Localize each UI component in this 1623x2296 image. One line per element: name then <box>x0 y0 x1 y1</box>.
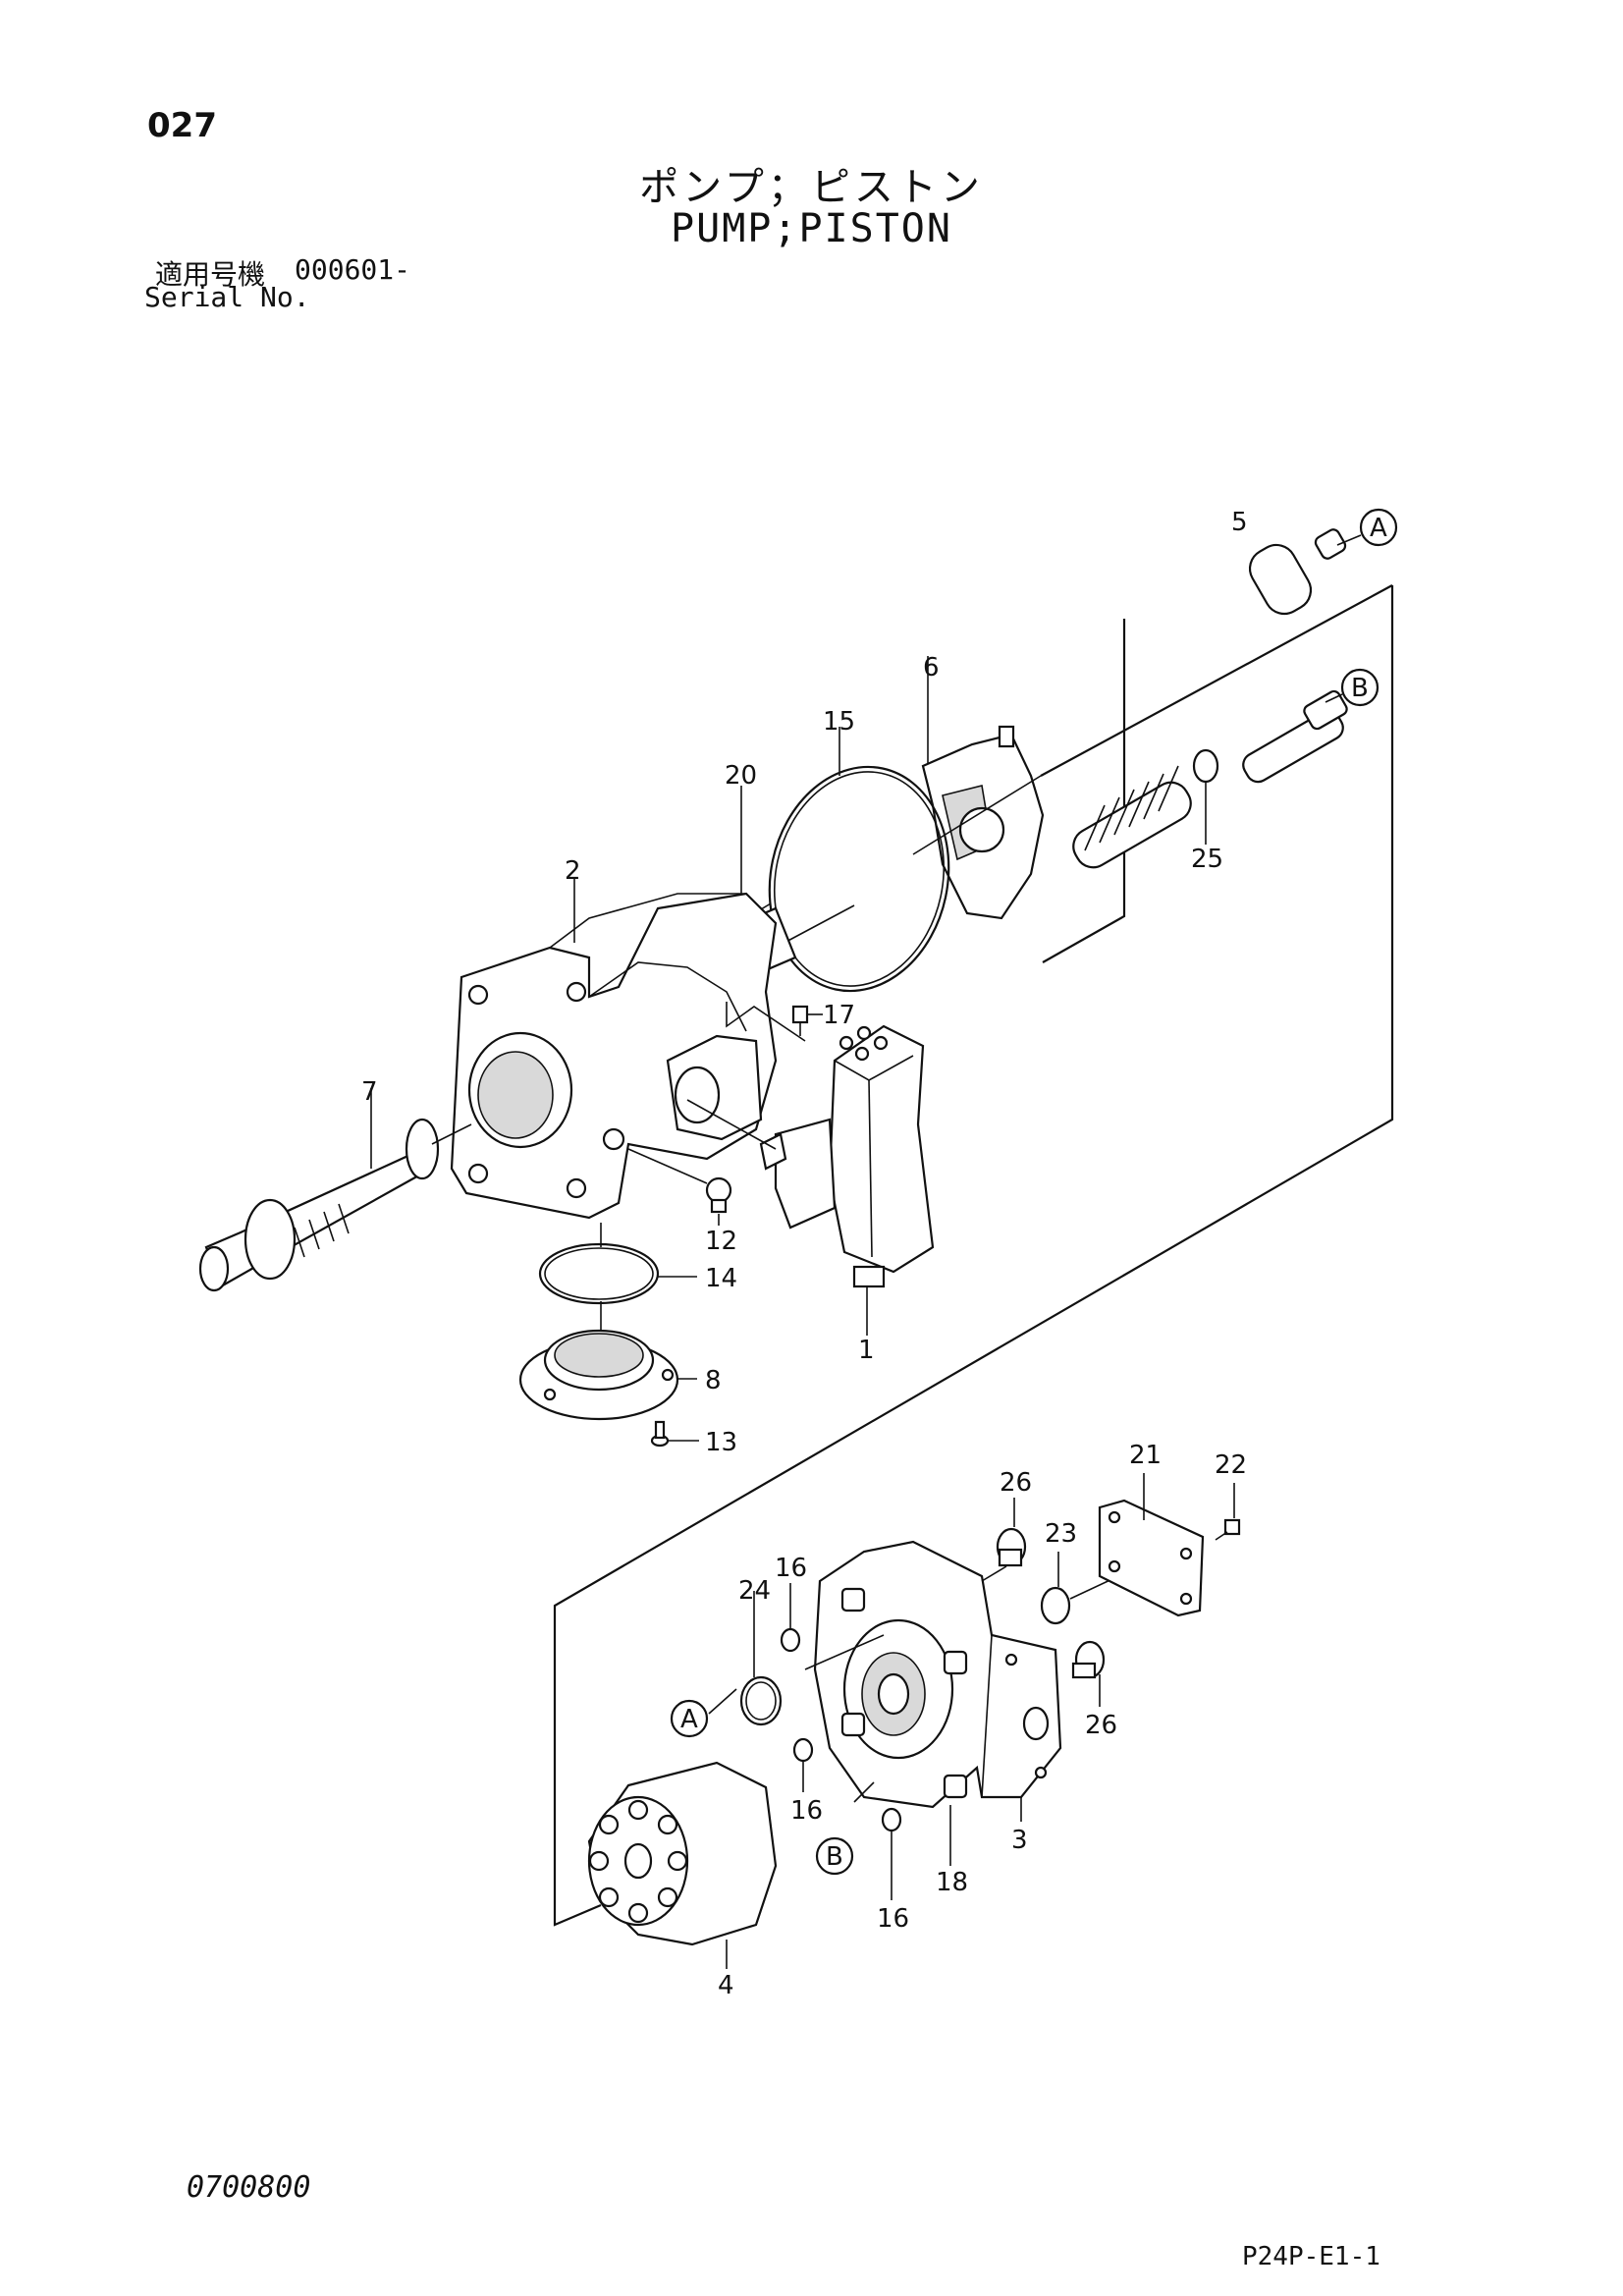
callout-16-lower: 16 <box>877 1904 909 1934</box>
callout-8: 8 <box>705 1366 722 1395</box>
callout-14: 14 <box>705 1264 737 1293</box>
callout-2: 2 <box>565 856 581 886</box>
callout-7: 7 <box>361 1077 378 1107</box>
part-22-bolt <box>1215 1518 1241 1541</box>
part-25-washer <box>1192 748 1219 784</box>
callout-26-lower: 26 <box>1085 1711 1117 1740</box>
reference-circle-b-lower <box>815 1836 854 1876</box>
reference-circle-a-lower <box>670 1699 709 1738</box>
callout-20: 20 <box>725 761 757 791</box>
page-number: 027 <box>147 106 217 145</box>
callout-13: 13 <box>705 1428 737 1457</box>
callout-26-upper: 26 <box>1000 1468 1032 1498</box>
callout-15: 15 <box>823 707 855 737</box>
axis-line-1 <box>686 1099 777 1150</box>
axis-line-26 <box>981 1565 1007 1582</box>
callout-6: 6 <box>923 653 940 683</box>
part-5-piston-a <box>1248 528 1347 616</box>
part-7-drive-shaft <box>198 1118 440 1292</box>
bracket-17 <box>726 1002 806 1042</box>
part-8-flange <box>518 1329 679 1421</box>
callout-18: 18 <box>936 1868 968 1897</box>
callout-21: 21 <box>1129 1441 1162 1470</box>
part-3-valve-block <box>813 1540 1062 1809</box>
callout-17: 17 <box>823 1001 855 1030</box>
axis-line-12 <box>627 1148 708 1184</box>
reference-label-a-lower: A <box>680 1705 698 1734</box>
leader-B2 <box>853 1781 875 1803</box>
spring <box>1072 765 1192 869</box>
serial-label-japanese: 適用号機 <box>155 258 266 291</box>
part-26-plug-lower <box>1071 1640 1106 1679</box>
callout-22: 22 <box>1215 1450 1247 1480</box>
serial-label-english: Serial No. <box>144 281 310 313</box>
part-14-o-ring <box>538 1242 660 1305</box>
callout-23: 23 <box>1045 1519 1077 1549</box>
callout-16-upper: 16 <box>775 1554 807 1583</box>
part-12-plug <box>705 1176 732 1214</box>
callout-24: 24 <box>738 1576 771 1606</box>
part-4-cylinder-block <box>587 1761 778 1946</box>
leader-A1 <box>1336 534 1362 546</box>
part-15-o-ring <box>768 765 950 993</box>
assembly-bracket-line <box>553 585 1394 1927</box>
page-title-japanese: ポンプ；ピストン <box>639 165 984 210</box>
spring-bracket-line <box>1042 619 1126 963</box>
part-24-ring <box>739 1675 783 1726</box>
leader-B1 <box>1325 693 1343 703</box>
bracket-line-upper <box>1040 584 1393 777</box>
callout-5: 5 <box>1231 508 1248 537</box>
axis-line-16 <box>804 1634 885 1670</box>
callout-12: 12 <box>705 1227 737 1256</box>
part-21-cover-plate <box>1098 1499 1205 1617</box>
part-23-o-ring <box>1040 1586 1071 1625</box>
callout-16-middle: 16 <box>790 1796 823 1826</box>
page-reference: P24P-E1-1 <box>1242 2242 1380 2271</box>
part-2-pump-housing <box>450 892 778 1220</box>
part-5-spool-b <box>1242 689 1348 784</box>
axis-line-6 <box>912 775 1042 855</box>
part-16-o-ring-c <box>881 1807 902 1832</box>
callout-3: 3 <box>1011 1826 1028 1855</box>
callout-25: 25 <box>1191 845 1223 874</box>
part-13-bolt <box>650 1420 670 1448</box>
leader-A2 <box>708 1688 737 1715</box>
part-17-bolt <box>791 1005 809 1036</box>
reference-circle-b-upper <box>1340 668 1380 707</box>
serial-number-value: 000601- <box>295 253 411 286</box>
document-code: 0700800 <box>187 2170 311 2205</box>
reference-circle-a-upper <box>1359 508 1398 547</box>
reference-label-b-lower: B <box>826 1842 843 1872</box>
reference-label-b-upper: B <box>1351 674 1369 703</box>
part-16-o-ring-b <box>792 1737 814 1763</box>
reference-label-a-upper: A <box>1370 514 1387 543</box>
part-26-plug-upper <box>996 1527 1027 1567</box>
page-title-english: PUMP;PISTON <box>671 206 952 251</box>
part-16-o-ring-a <box>780 1627 801 1653</box>
axis-line-7 <box>431 1123 472 1145</box>
callout-4: 4 <box>718 1971 734 2000</box>
callout-1: 1 <box>858 1336 875 1365</box>
part-1-regulator <box>759 1024 935 1288</box>
